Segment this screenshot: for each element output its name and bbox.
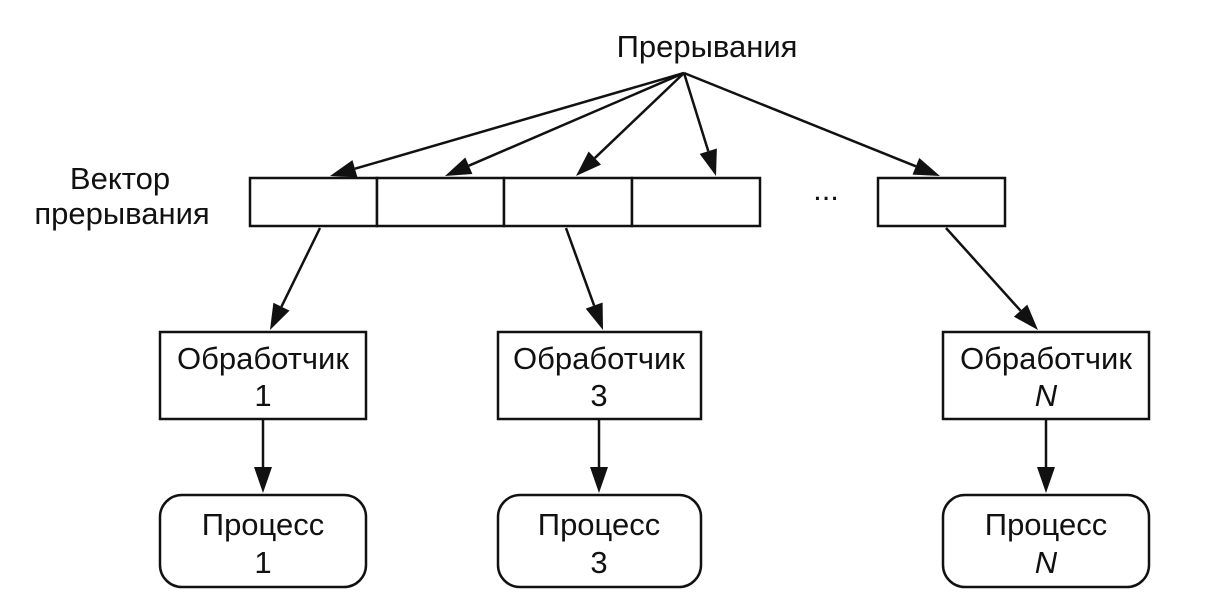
ellipsis: ...	[813, 172, 839, 207]
arrow-cell-3-to-handler-3-head	[585, 302, 603, 330]
process-title: Процесс	[985, 507, 1107, 542]
process-n: Процесс N	[941, 493, 1151, 589]
process-box	[158, 493, 368, 589]
arrow-cell-1-to-handler-1-head	[270, 302, 290, 330]
arrow-interrupts-to-cell-4-head	[699, 148, 717, 176]
arrow-interrupts-to-cell-4-line	[682, 72, 710, 152]
vector-cell-n	[876, 176, 1007, 228]
arrow-interrupts-to-cell-1-line	[354, 71, 685, 170]
handler-index: 3	[590, 378, 607, 413]
arrow-cell-n-to-handler-n-head	[1013, 304, 1038, 330]
vector-cell-2	[375, 176, 506, 228]
handler-title: Обработчик	[513, 341, 685, 376]
handler-1: Обработчик 1	[158, 330, 368, 421]
interrupt-vector	[248, 176, 1007, 228]
handler-box	[496, 330, 703, 421]
handler-title: Обработчик	[960, 341, 1132, 376]
handler-title: Обработчик	[177, 341, 349, 376]
process-box	[941, 493, 1151, 589]
handler-3: Обработчик 3	[496, 330, 703, 421]
arrow-cell-3-to-handler-3-line	[564, 227, 596, 306]
arrow-cell-1-to-handler-1-line	[280, 227, 322, 308]
vector-label-line1: Вектор	[70, 161, 170, 196]
process-1: Процесс 1	[158, 493, 368, 589]
process-index: 1	[254, 545, 271, 580]
arrow-interrupts-to-cell-3-head	[576, 151, 602, 176]
process-index: 3	[590, 545, 607, 580]
vector-cell-1	[248, 176, 379, 228]
vector-cell-4	[630, 176, 762, 228]
process-index: N	[1035, 545, 1058, 580]
arrow-handler-1-to-process-1-head	[254, 467, 272, 493]
arrow-interrupts-to-cell-n-line	[683, 71, 917, 168]
process-title: Процесс	[538, 507, 660, 542]
handler-box	[941, 330, 1151, 421]
arrow-cell-n-to-handler-n-line	[945, 227, 1022, 312]
arrow-handler-n-to-process-n-head	[1037, 467, 1055, 493]
arrow-interrupts-to-cell-2-line	[468, 71, 685, 167]
handler-box	[158, 330, 368, 421]
arrow-handler-3-to-process-3-head	[590, 467, 608, 493]
interrupts-label: Прерывания	[617, 29, 798, 64]
arrow-interrupts-to-cell-1-head	[330, 160, 358, 178]
process-box	[496, 493, 703, 589]
process-title: Процесс	[202, 507, 324, 542]
vector-label-line2: прерывания	[34, 196, 209, 231]
vector-cell-3	[502, 176, 634, 228]
handler-index: 1	[254, 378, 271, 413]
handler-n: Обработчик N	[941, 330, 1151, 421]
arrow-interrupts-to-cell-2-head	[445, 157, 473, 176]
arrow-interrupts-to-cell-3-line	[593, 72, 685, 159]
handler-index: N	[1035, 378, 1058, 413]
arrow-interrupts-to-cell-n-head	[912, 157, 940, 176]
process-3: Процесс 3	[496, 493, 703, 589]
arrows	[254, 71, 1055, 493]
